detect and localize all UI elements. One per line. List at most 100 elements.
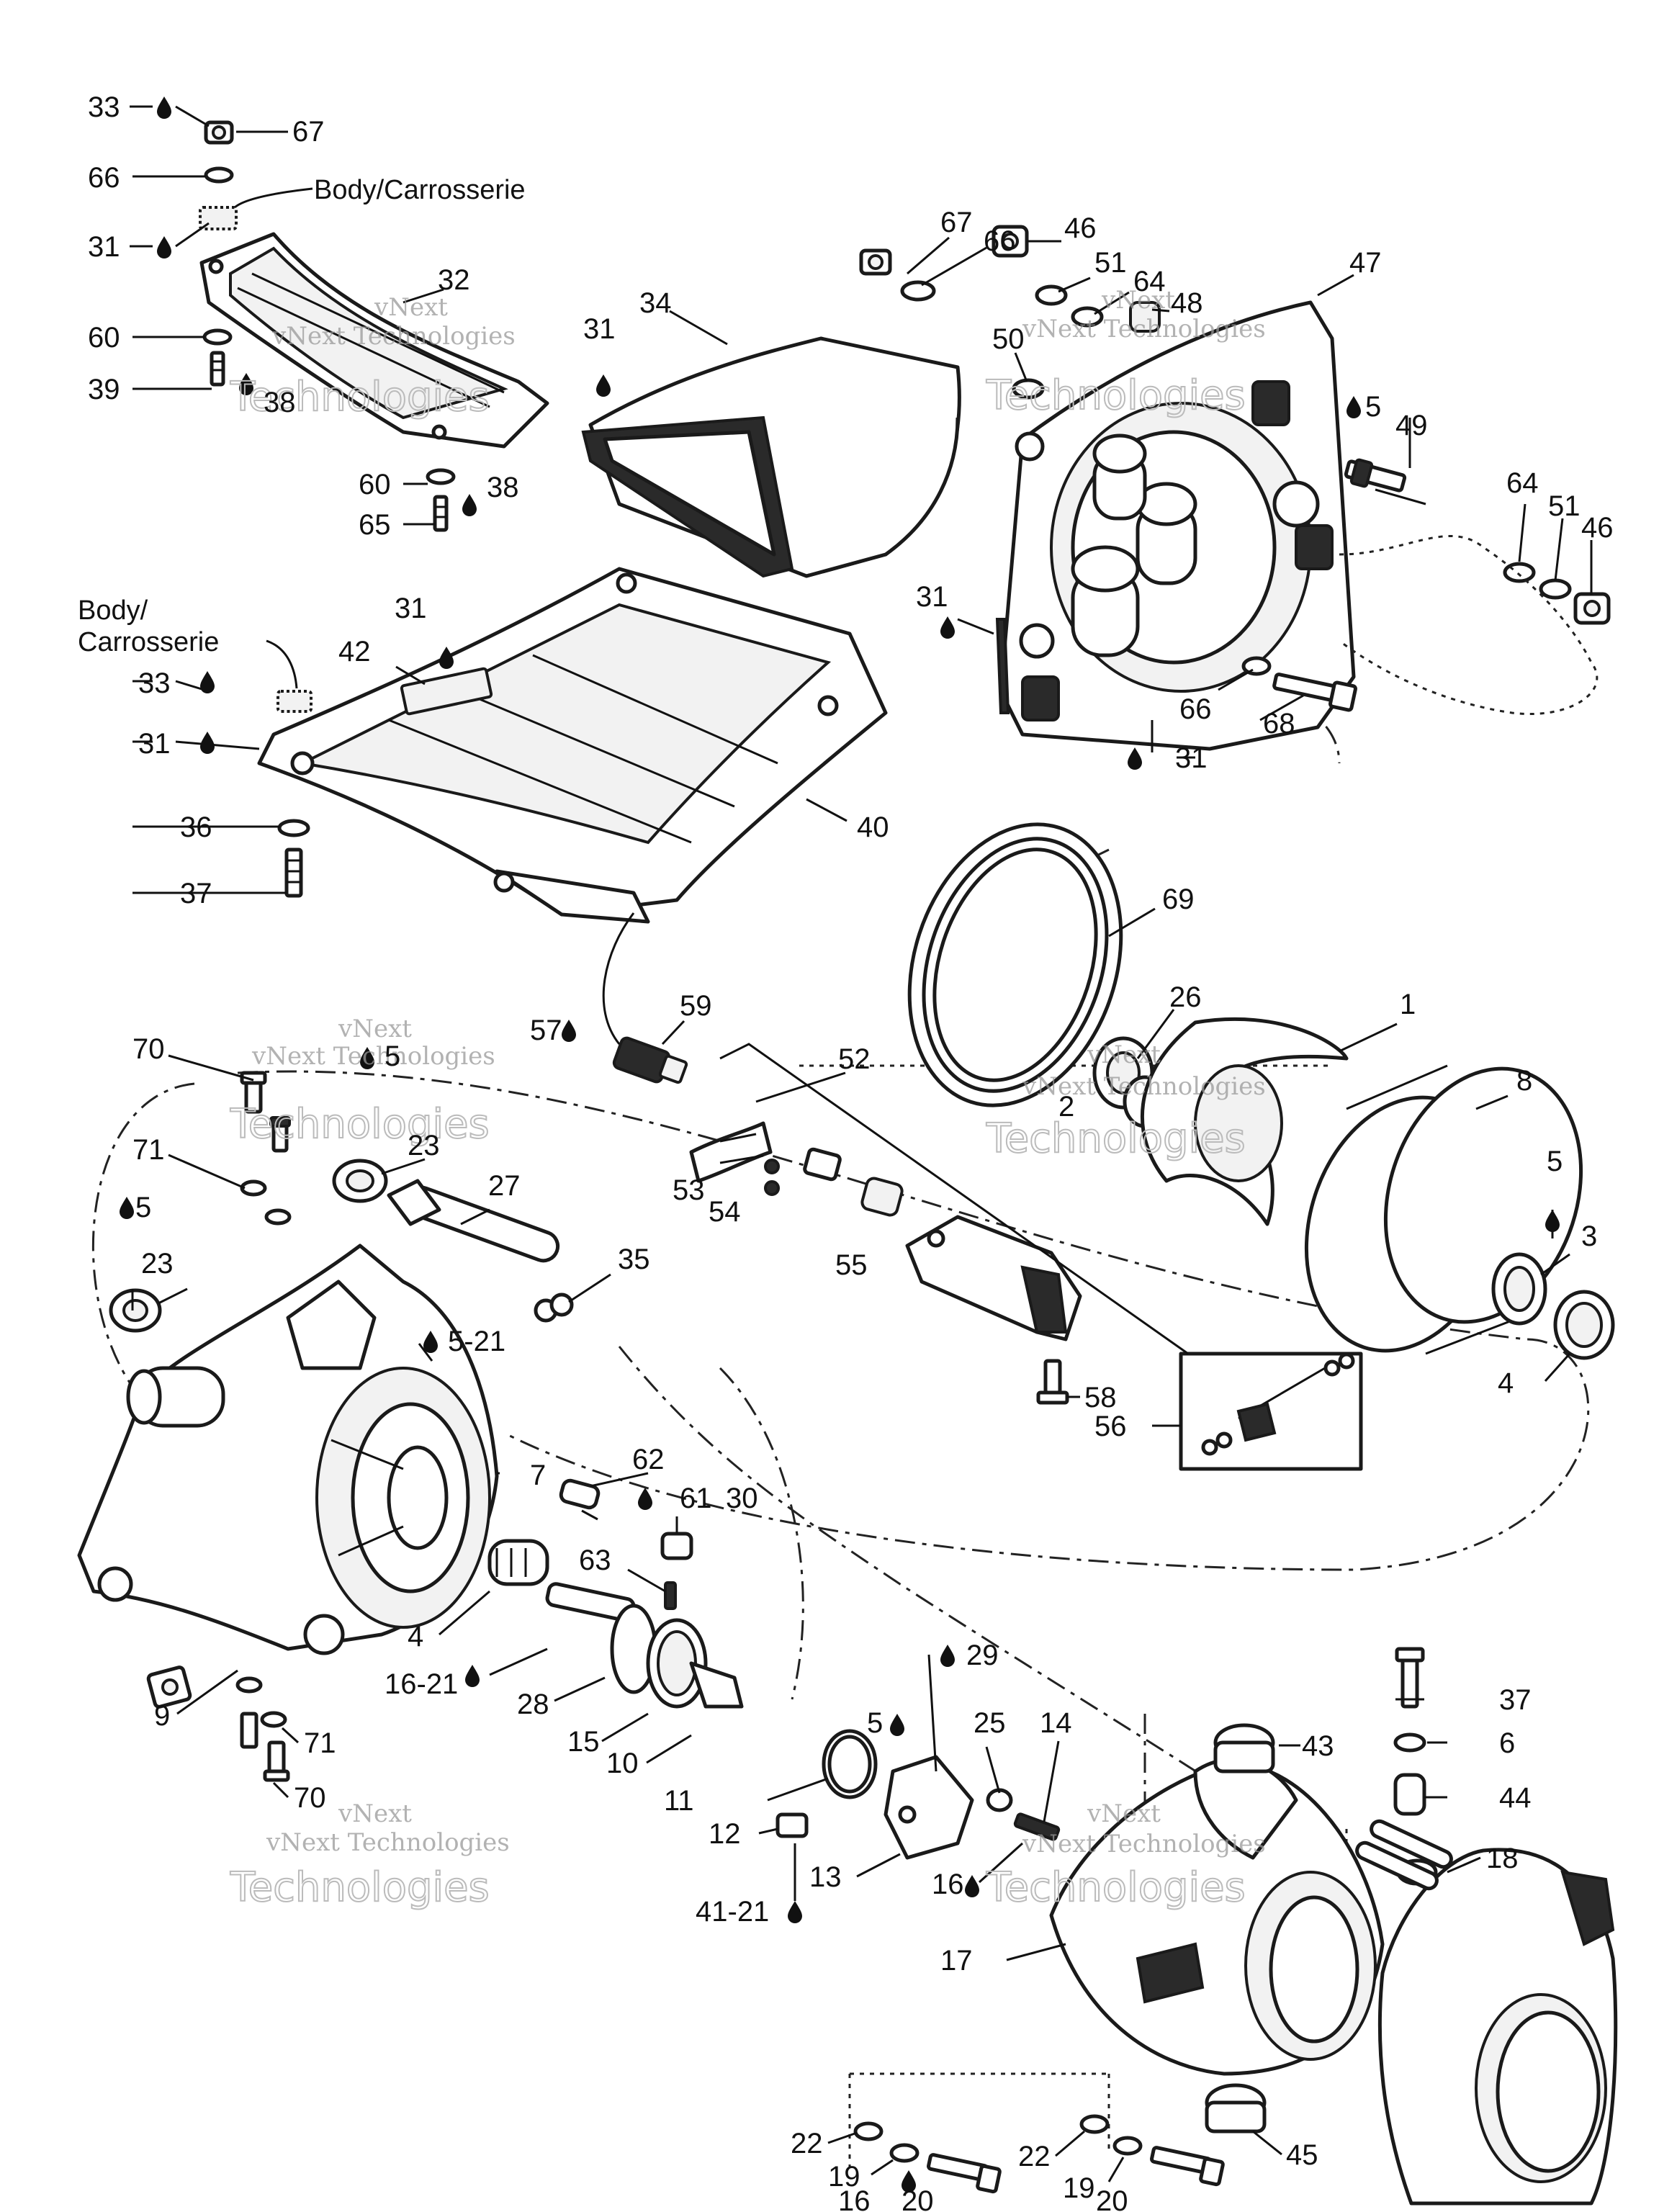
callout-46: 46 xyxy=(1064,212,1097,244)
callout-49: 49 xyxy=(1395,410,1428,441)
callout-2: 2 xyxy=(1058,1091,1074,1123)
callout-19: 19 xyxy=(1063,2172,1095,2204)
screw-58 xyxy=(1036,1359,1069,1405)
drop-icon xyxy=(940,616,955,639)
o-ring-11 xyxy=(822,1729,878,1799)
washer-51-right xyxy=(1539,578,1572,600)
callout-22: 22 xyxy=(1018,2141,1051,2172)
kit-52-frame xyxy=(719,1043,1189,1355)
drop-icon xyxy=(788,1901,802,1923)
callout-23: 23 xyxy=(141,1248,174,1280)
watermark-text: vNext xyxy=(338,1015,412,1043)
callout-68: 68 xyxy=(1263,708,1295,739)
drop-icon xyxy=(638,1488,652,1510)
callout-35: 35 xyxy=(618,1244,650,1275)
guard-link-curve xyxy=(602,912,635,1045)
callout-44: 44 xyxy=(1499,1782,1532,1814)
watermark-text: vNext Technologies xyxy=(1022,1830,1266,1858)
callout-67: 67 xyxy=(292,116,325,148)
washer-64-right xyxy=(1503,562,1536,583)
watermark-text: vNext Technologies xyxy=(271,322,516,351)
callout-43: 43 xyxy=(1302,1730,1334,1762)
body-note-mid-arrow xyxy=(266,639,298,689)
callout-62: 62 xyxy=(632,1444,665,1475)
callout-4: 4 xyxy=(1498,1367,1514,1399)
callout-31: 31 xyxy=(395,593,427,624)
callout-61: 61 xyxy=(680,1483,712,1514)
body-note-mid-2: Carrosserie xyxy=(78,627,219,657)
callout-37: 37 xyxy=(1499,1684,1532,1716)
watermark-bottom-left: vNext vNext Technologies Technologies xyxy=(229,1799,510,1912)
callout-70: 70 xyxy=(132,1033,165,1065)
callout-38: 38 xyxy=(487,472,519,503)
body-note-mid-1: Body/ xyxy=(78,595,148,626)
sleeve-45 xyxy=(1205,2083,1267,2134)
plug-62 xyxy=(559,1478,601,1521)
drop-icon xyxy=(596,374,611,397)
callout-31: 31 xyxy=(1175,742,1208,774)
callout-52: 52 xyxy=(838,1043,871,1075)
watermark-left: vNext vNext Technologies Technologies xyxy=(229,1015,495,1148)
callout-6: 6 xyxy=(1499,1727,1515,1759)
callout-28: 28 xyxy=(517,1689,549,1720)
pump-housing-7 xyxy=(77,1244,499,1655)
callout-64: 64 xyxy=(1506,467,1539,499)
watermark-text: Technologies xyxy=(986,1864,1246,1911)
washer-51-plate xyxy=(1035,284,1068,306)
watermark-text: Technologies xyxy=(230,374,490,421)
callout-7: 7 xyxy=(530,1460,546,1491)
nut-46-right xyxy=(1573,592,1611,625)
callout-19: 19 xyxy=(828,2161,860,2193)
drop-icon xyxy=(200,732,215,754)
washer-22-a xyxy=(853,2121,884,2141)
callout-41-21: 41-21 xyxy=(696,1896,769,1928)
watermark-text: vNext xyxy=(374,293,448,322)
sleeve-43 xyxy=(1213,1723,1275,1773)
callout-63: 63 xyxy=(579,1545,611,1576)
callout-12: 12 xyxy=(709,1818,741,1850)
callout-53: 53 xyxy=(673,1174,705,1206)
callout-15: 15 xyxy=(567,1726,600,1758)
seal-3 xyxy=(1491,1252,1547,1326)
callout-22: 22 xyxy=(791,2128,823,2159)
callout-16: 16 xyxy=(932,1869,964,1900)
plug-12 xyxy=(775,1812,809,1838)
guard-40 xyxy=(257,567,888,924)
screw-37-guard xyxy=(284,848,303,898)
callout-39: 39 xyxy=(88,374,120,405)
callout-4: 4 xyxy=(408,1621,423,1653)
callout-58: 58 xyxy=(1084,1382,1117,1413)
bearing-4-right xyxy=(1553,1290,1615,1360)
watermark-impeller: vNext vNext Technologies Technologies xyxy=(985,1040,1266,1163)
hull-outline xyxy=(1339,535,1599,715)
bushing-44 xyxy=(1393,1773,1426,1816)
drop-icon xyxy=(562,1020,576,1042)
bolt-20-a xyxy=(927,2153,1002,2194)
callout-67: 67 xyxy=(940,207,973,238)
callout-9: 9 xyxy=(154,1700,170,1732)
callout-30: 30 xyxy=(726,1483,758,1514)
drop-icon xyxy=(157,236,171,258)
washer-66-top xyxy=(204,166,234,184)
callout-37: 37 xyxy=(180,878,212,909)
callout-16-21: 16-21 xyxy=(385,1668,458,1700)
nut-67-top xyxy=(204,120,234,145)
callout-33: 33 xyxy=(88,91,120,123)
wire-pins-53 xyxy=(689,1121,773,1183)
callout-14: 14 xyxy=(1040,1707,1072,1739)
callout-10: 10 xyxy=(606,1748,639,1779)
callout-51: 51 xyxy=(1548,490,1581,522)
watermark-text: vNext xyxy=(1087,1040,1161,1069)
callout-66: 66 xyxy=(984,225,1016,257)
screw-39 xyxy=(210,351,225,387)
watermark-text: vNext xyxy=(1087,1799,1161,1828)
watermark-text: vNext xyxy=(338,1799,412,1828)
washer-36 xyxy=(277,819,310,837)
washer-71-top xyxy=(240,1179,267,1197)
washer-71-bottom-b xyxy=(260,1711,287,1728)
callout-66: 66 xyxy=(1179,693,1212,725)
washer-66-mid xyxy=(1241,656,1272,676)
watermark-bottom-right: vNext vNext Technologies Technologies xyxy=(985,1799,1266,1912)
callout-26: 26 xyxy=(1169,981,1202,1013)
washer-6 xyxy=(1393,1732,1426,1753)
